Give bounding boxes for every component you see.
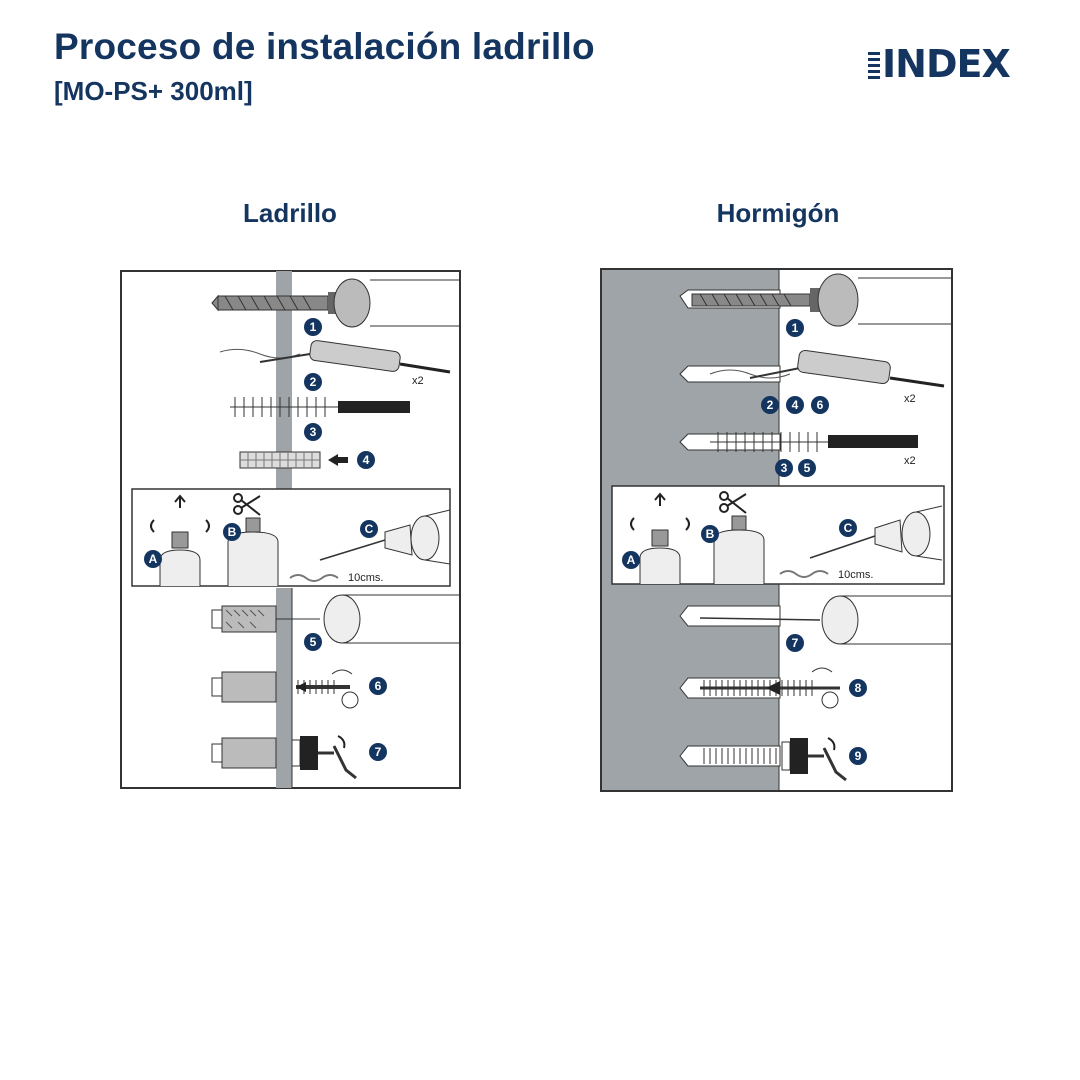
index-logo: INDEX	[868, 42, 1014, 86]
column-label-ladrillo: Ladrillo	[243, 198, 337, 228]
step-6-badge: 6	[811, 396, 829, 414]
svg-text:5: 5	[804, 461, 811, 475]
step-b-badge: B	[701, 525, 719, 543]
measure-label: 10cms.	[348, 572, 383, 584]
inject-hole-icon	[679, 595, 952, 645]
svg-text:7: 7	[375, 745, 382, 759]
multiplier-label: x2	[904, 393, 916, 405]
page-title: Proceso de instalación ladrillo	[54, 26, 595, 67]
cartridge-nozzle-icon	[779, 505, 943, 578]
step-2-badge: 2	[761, 396, 779, 414]
column-label-hormigon: Hormigón	[716, 198, 840, 228]
scissors-icon	[713, 491, 765, 584]
step-7-badge: 7	[786, 634, 804, 652]
step-4-badge: 4	[786, 396, 804, 414]
step-3-badge: 3	[775, 459, 793, 477]
blow-pump-icon	[679, 349, 945, 388]
step-1-badge: 1	[304, 318, 322, 336]
cartridge-cap-icon	[630, 492, 690, 584]
svg-text:7: 7	[792, 636, 799, 650]
svg-text:2: 2	[310, 375, 317, 389]
svg-text:3: 3	[781, 461, 788, 475]
svg-text:2: 2	[767, 398, 774, 412]
page-subtitle: [MO-PS+ 300ml]	[54, 76, 253, 106]
wrench-icon	[211, 735, 357, 780]
step-5-badge: 5	[304, 633, 322, 651]
svg-text:8: 8	[855, 681, 862, 695]
step-1-badge: 1	[786, 319, 804, 337]
logo-lines-icon	[868, 52, 882, 82]
threaded-rod-icon	[211, 669, 359, 709]
svg-text:4: 4	[792, 398, 799, 412]
svg-text:B: B	[228, 525, 237, 539]
brush-icon	[230, 397, 410, 417]
step-a-badge: A	[144, 550, 162, 568]
svg-text:A: A	[149, 552, 158, 566]
inject-mesh-icon	[211, 594, 460, 644]
drill-icon	[211, 278, 460, 328]
step-9-badge: 9	[849, 747, 867, 765]
diagram-ladrillo: 1 2 x2 3 4 A	[120, 270, 461, 789]
multiplier-label-2: x2	[904, 455, 916, 467]
svg-text:4: 4	[363, 453, 370, 467]
measure-label: 10cms.	[838, 569, 873, 581]
svg-text:6: 6	[375, 679, 382, 693]
svg-text:A: A	[627, 553, 636, 567]
mesh-sleeve-icon	[239, 451, 348, 469]
brush-icon	[679, 432, 918, 452]
step-8-badge: 8	[849, 679, 867, 697]
step-c-badge: C	[839, 519, 857, 537]
cartridge-nozzle-icon	[289, 509, 451, 582]
step-c-badge: C	[360, 520, 378, 538]
step-6-badge: 6	[369, 677, 387, 695]
multiplier-label: x2	[412, 375, 424, 387]
threaded-rod-icon	[679, 667, 840, 709]
step-3-badge: 3	[304, 423, 322, 441]
svg-text:C: C	[365, 522, 374, 536]
svg-text:1: 1	[310, 320, 317, 334]
svg-text:5: 5	[310, 635, 317, 649]
blow-pump-icon	[219, 340, 451, 374]
scissors-icon	[227, 493, 279, 586]
step-5-badge: 5	[798, 459, 816, 477]
step-a-badge: A	[622, 551, 640, 569]
step-4-badge: 4	[357, 451, 375, 469]
diagram-hormigon: 1 2 4 6 x2 3 5 x2	[600, 268, 953, 792]
wrench-icon	[679, 737, 847, 782]
svg-text:B: B	[706, 527, 715, 541]
svg-text:C: C	[844, 521, 853, 535]
drill-icon	[679, 273, 952, 327]
step-b-badge: B	[223, 523, 241, 541]
logo-text: INDEX	[882, 42, 1011, 86]
step-7-badge: 7	[369, 743, 387, 761]
svg-text:9: 9	[855, 749, 862, 763]
svg-text:6: 6	[817, 398, 824, 412]
step-2-badge: 2	[304, 373, 322, 391]
svg-text:1: 1	[792, 321, 799, 335]
svg-text:3: 3	[310, 425, 317, 439]
